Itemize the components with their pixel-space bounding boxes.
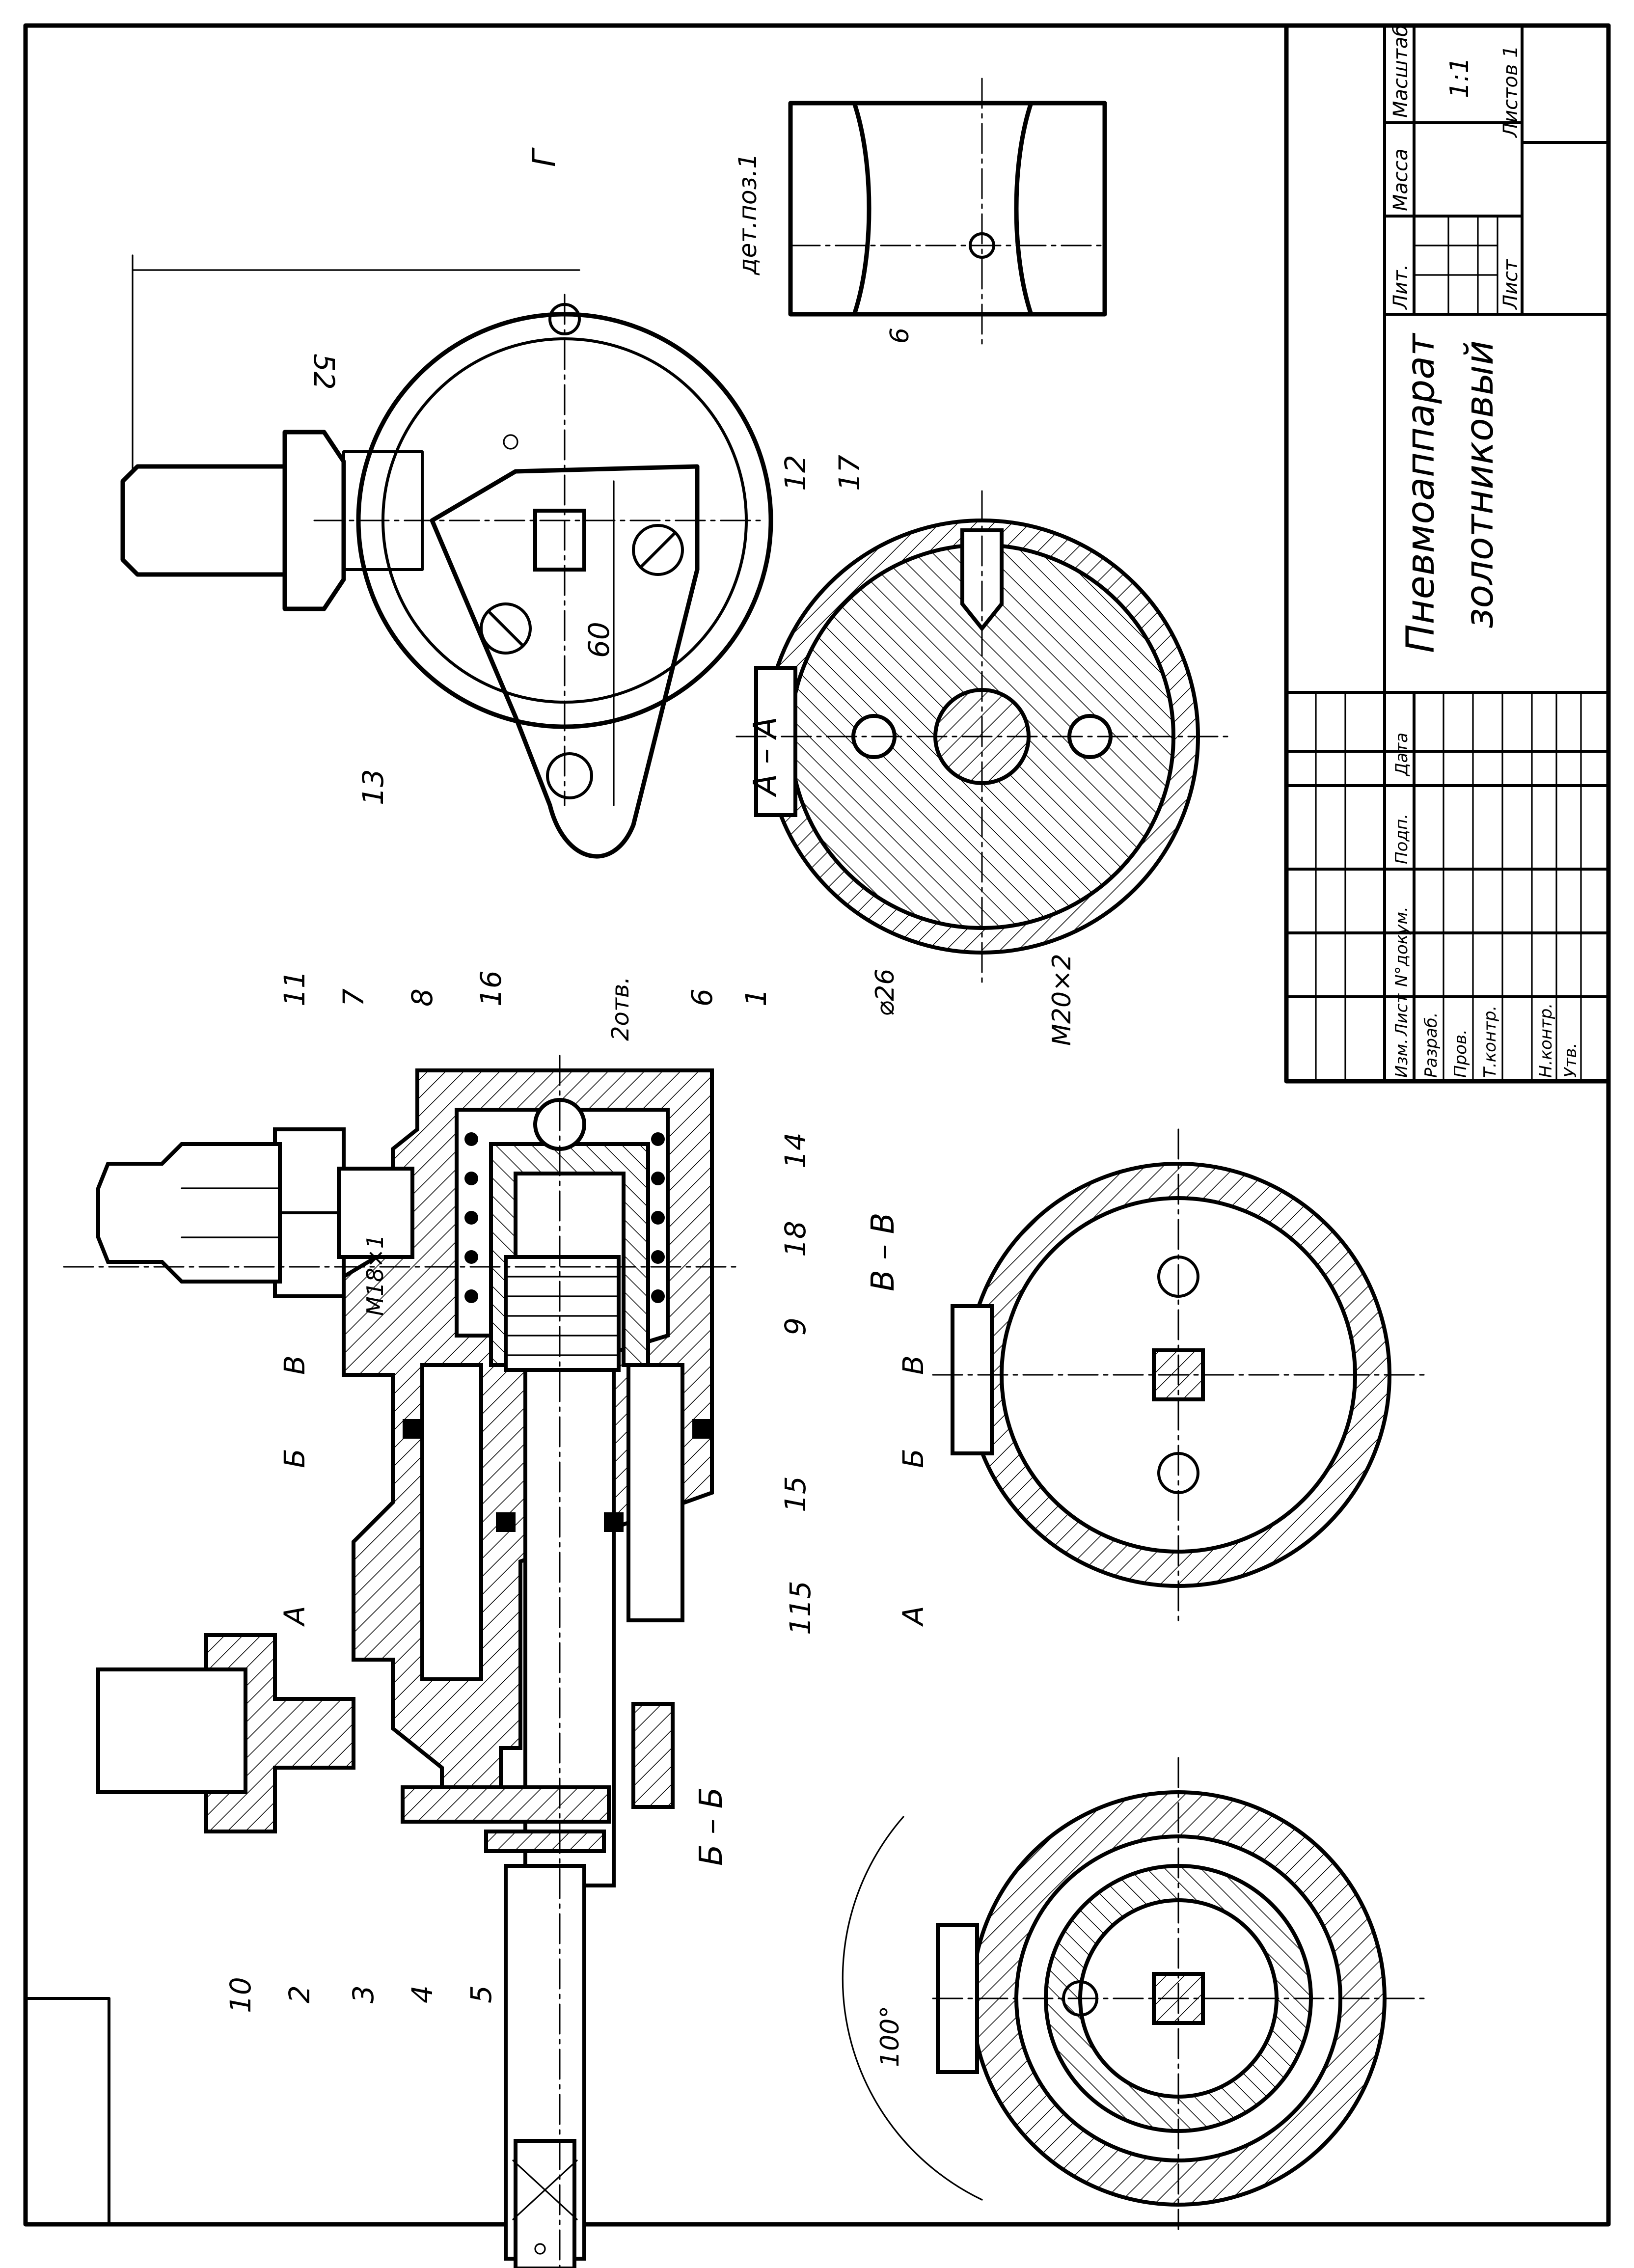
- dim-52: 52: [307, 354, 341, 390]
- detail-label: дет.поз.1: [734, 153, 762, 275]
- section-bb: [842, 1757, 1425, 2230]
- pos-14: 14: [779, 1132, 812, 1169]
- title-block: [1284, 23, 1611, 1084]
- pos-8: 8: [406, 988, 439, 1007]
- sheet-label: Лист: [1499, 259, 1522, 310]
- pos-7: 7: [337, 988, 370, 1007]
- dim-6: 6: [885, 328, 915, 344]
- role-tkontr: Т.контр.: [1480, 1006, 1500, 1078]
- title-line1: Пневмоаппарат: [1399, 332, 1443, 653]
- dim-angle: 100°: [875, 2006, 905, 2067]
- dim-holes: 2отв.: [607, 977, 634, 1041]
- sheets-label: Листов 1: [1499, 45, 1522, 138]
- col-izm: Изм.: [1392, 1038, 1412, 1078]
- spring: [464, 1132, 665, 1303]
- col-sign: Подп.: [1392, 814, 1412, 864]
- labels: А – А Б – Б В – В дет.поз.1 Г А А Б Б В …: [224, 147, 1077, 2067]
- pos-12: 12: [779, 455, 812, 491]
- cut-a-bottom: А: [897, 1606, 930, 1627]
- pos-9: 9: [779, 1317, 812, 1336]
- view-g-label: Г: [526, 147, 563, 167]
- pos-3: 3: [347, 1985, 380, 2003]
- header-lit: Лит.: [1389, 264, 1412, 310]
- dim-d26: ⌀26: [871, 969, 900, 1016]
- fitting-lower: [96, 1633, 355, 1833]
- role-razrab: Разраб.: [1421, 1012, 1441, 1078]
- pos-2: 2: [283, 1985, 316, 2003]
- header-scale: Масштаб: [1389, 25, 1412, 118]
- main-section-view: [63, 1055, 737, 2268]
- role-utv: Утв.: [1561, 1043, 1580, 1078]
- header-mass: Масса: [1389, 148, 1412, 211]
- pos-18: 18: [779, 1221, 812, 1257]
- fitting-upper: [96, 1127, 414, 1298]
- title-block-text: Пневмоаппарат золотниковый Лит. Масса Ма…: [1389, 25, 1580, 1078]
- pos-10: 10: [224, 1977, 257, 2013]
- pos-1: 1: [739, 988, 773, 1007]
- cut-b-bottom: Б: [897, 1448, 930, 1468]
- role-prov: Пров.: [1451, 1029, 1471, 1078]
- col-date: Дата: [1392, 733, 1412, 777]
- pos-13: 13: [356, 769, 390, 805]
- detail-pos1: [788, 78, 1107, 345]
- cut-v-top: В: [278, 1355, 311, 1375]
- pos-5: 5: [464, 1985, 498, 2003]
- title-line2: золотниковый: [1458, 340, 1502, 628]
- cut-a-top: А: [278, 1606, 311, 1627]
- section-aa-label: А – А: [747, 717, 784, 797]
- pos-11: 11: [278, 970, 311, 1007]
- dim-m20: М20×2: [1047, 954, 1077, 1046]
- dim-60: 60: [582, 622, 616, 658]
- scale-value: 1:1: [1445, 57, 1474, 98]
- cut-b-top: Б: [278, 1448, 311, 1468]
- pos-6: 6: [685, 988, 719, 1007]
- pos-15: 15: [779, 1476, 812, 1512]
- pos-17: 17: [833, 455, 866, 491]
- pos-16: 16: [474, 970, 508, 1007]
- col-list: Лист: [1392, 993, 1412, 1037]
- sheet-frame: [23, 23, 1611, 2227]
- section-vv-label: В – В: [865, 1213, 901, 1292]
- role-nkontr: Н.контр.: [1536, 1003, 1556, 1078]
- cut-v-bottom: В: [897, 1355, 930, 1375]
- dim-115: 115: [784, 1581, 817, 1635]
- view-g: [120, 254, 773, 859]
- section-aa: [735, 490, 1228, 983]
- section-bb-label: Б – Б: [693, 1787, 730, 1866]
- col-doc: N°докум.: [1392, 906, 1412, 987]
- pos-4: 4: [406, 1985, 439, 2003]
- dim-m18: М18×1: [362, 1234, 388, 1316]
- section-vv: [932, 1128, 1425, 1621]
